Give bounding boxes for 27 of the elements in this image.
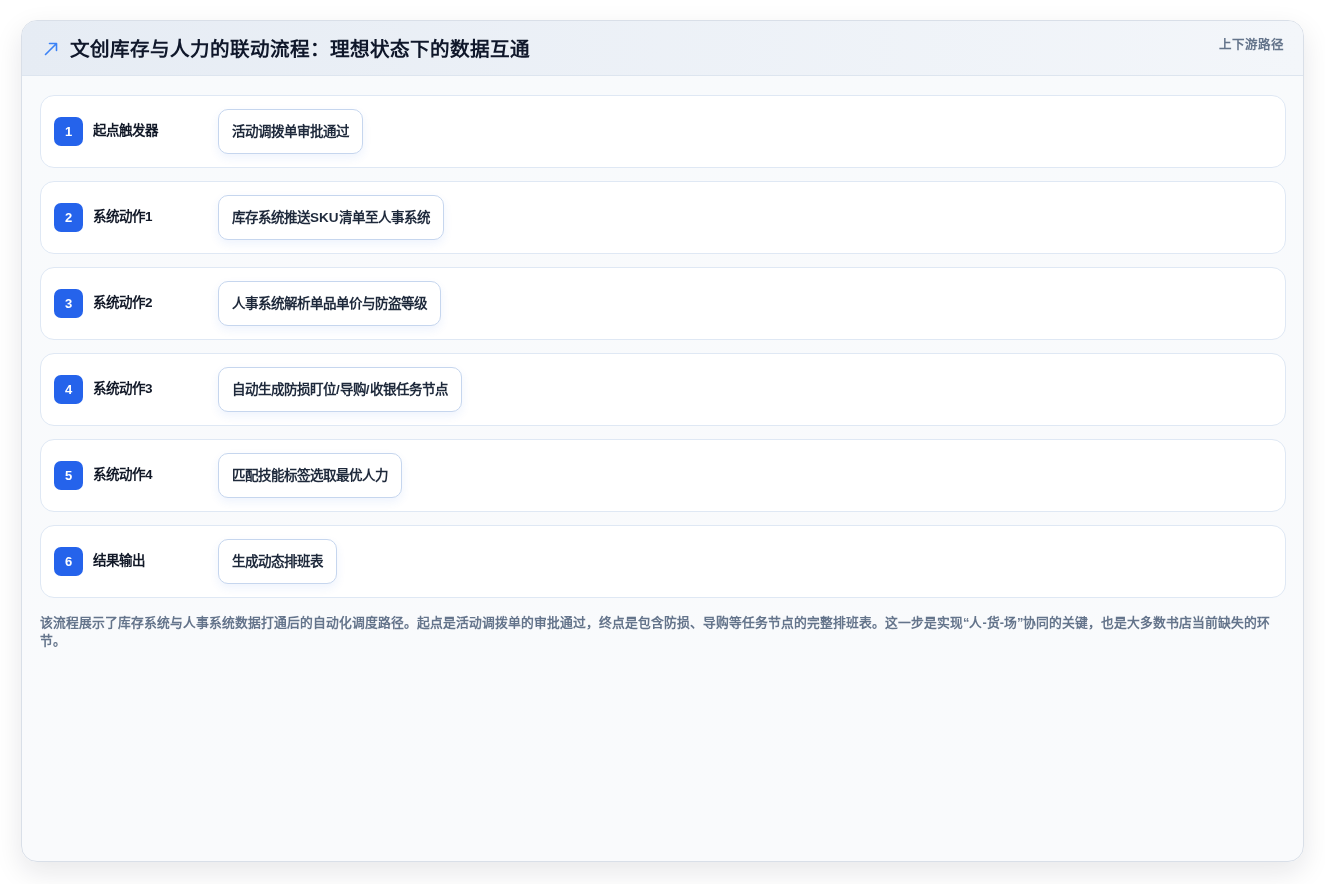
step-box: 生成动态排班表 [218,539,337,584]
number-badge: 4 [54,375,83,404]
step-label: 系统动作2 [93,294,153,312]
step-box: 匹配技能标签选取最优人力 [218,453,402,498]
number-badge: 1 [54,117,83,146]
number-badge: 3 [54,289,83,318]
step-box: 人事系统解析单品单价与防盗等级 [218,281,441,326]
step-box: 自动生成防损盯位/导购/收银任务节点 [218,367,462,412]
number-badge: 6 [54,547,83,576]
step-box: 库存系统推送SKU清单至人事系统 [218,195,444,240]
caption: 该流程展示了库存系统与人事系统数据打通后的自动化调度路径。起点是活动调拨单的审批通过，终点是包含防损、导购等任务节点的完整排班表。这一步是实现“人-货-场”协同的关键，也是大多数书店当前缺失的环节。 [40,614,1272,650]
step-row [40,181,1286,254]
step-row [40,95,1286,168]
number-badge: 5 [54,461,83,490]
step-label: 起点触发器 [93,122,158,140]
step-label: 系统动作4 [93,466,153,484]
step-label: 结果输出 [93,552,145,570]
step-box: 活动调拨单审批通过 [218,109,363,154]
step-row [40,353,1286,426]
step-row [40,439,1286,512]
diagram-title: 文创库存与人力的联动流程：理想状态下的数据互通 [70,37,530,62]
step-label: 系统动作1 [93,208,153,226]
number-badge: 2 [54,203,83,232]
step-row [40,267,1286,340]
header-tag: 上下游路径 [1219,37,1284,53]
step-row [40,525,1286,598]
step-label: 系统动作3 [93,380,153,398]
